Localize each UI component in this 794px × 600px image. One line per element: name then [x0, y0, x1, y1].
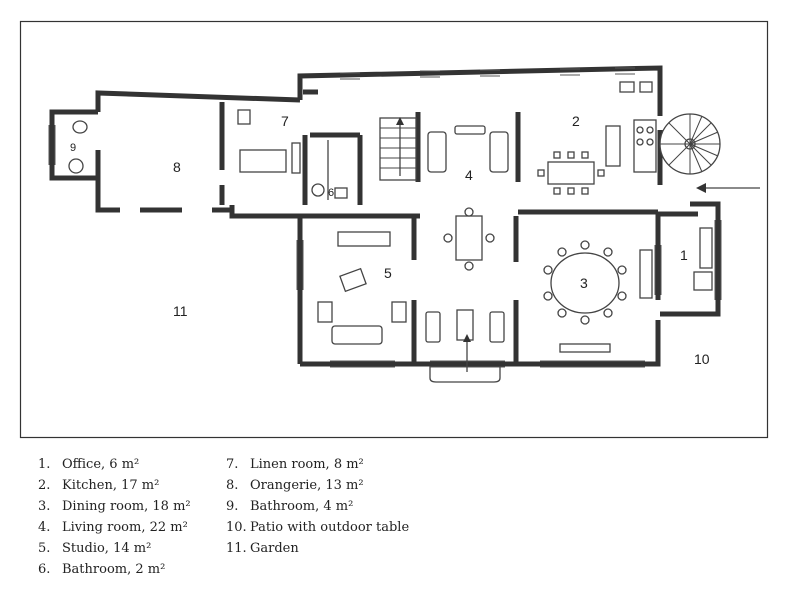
room-labels: 1 2 3 4 5 6 7 8 9 10 11 [70, 113, 710, 367]
room-label-10: 10 [694, 351, 710, 367]
fixtures-kitchen [537, 81, 657, 195]
room-label-7: 7 [281, 113, 289, 129]
fixtures-living [379, 117, 509, 383]
legend-item: 11.Garden [226, 541, 299, 556]
room-label-5: 5 [384, 265, 392, 281]
legend-left: 1.Office, 6 m² 2.Kitchen, 17 m² 3.Dining… [38, 454, 191, 580]
legend-item: 9.Bathroom, 4 m² [226, 499, 354, 514]
room-label-3: 3 [580, 275, 588, 291]
room-label-6: 6 [328, 187, 334, 199]
room-label-2: 2 [572, 113, 580, 129]
floor-plan: 1 2 3 4 5 6 7 8 9 10 11 [19, 20, 769, 439]
fixtures-dining [543, 240, 653, 353]
legend-item: 2.Kitchen, 17 m² [38, 478, 160, 493]
legend-item: 4.Living room, 22 m² [38, 520, 188, 535]
legend-item: 1.Office, 6 m² [38, 457, 140, 472]
legend-item: 6.Bathroom, 2 m² [38, 562, 166, 577]
fixtures-west [68, 109, 348, 200]
room-label-1: 1 [680, 247, 688, 263]
legend-item: 10.Patio with outdoor table [226, 520, 410, 535]
spiral-staircase [659, 113, 721, 175]
entrance-arrow [696, 183, 706, 193]
room-label-4: 4 [465, 167, 473, 183]
walls [49, 65, 721, 367]
legend-item: 3.Dining room, 18 m² [38, 499, 191, 514]
room-label-8: 8 [173, 159, 181, 175]
legend-item: 5.Studio, 14 m² [38, 541, 152, 556]
plan-frame [19, 20, 769, 439]
fixtures-studio [317, 231, 407, 345]
legend-item: 8.Orangerie, 13 m² [226, 478, 364, 493]
legend-item: 7.Linen room, 8 m² [226, 457, 364, 472]
room-label-11: 11 [173, 303, 188, 319]
room-label-9: 9 [70, 142, 76, 154]
fixtures-office [693, 227, 713, 291]
legend-right: 7.Linen room, 8 m² 8.Orangerie, 13 m² 9.… [226, 454, 409, 559]
